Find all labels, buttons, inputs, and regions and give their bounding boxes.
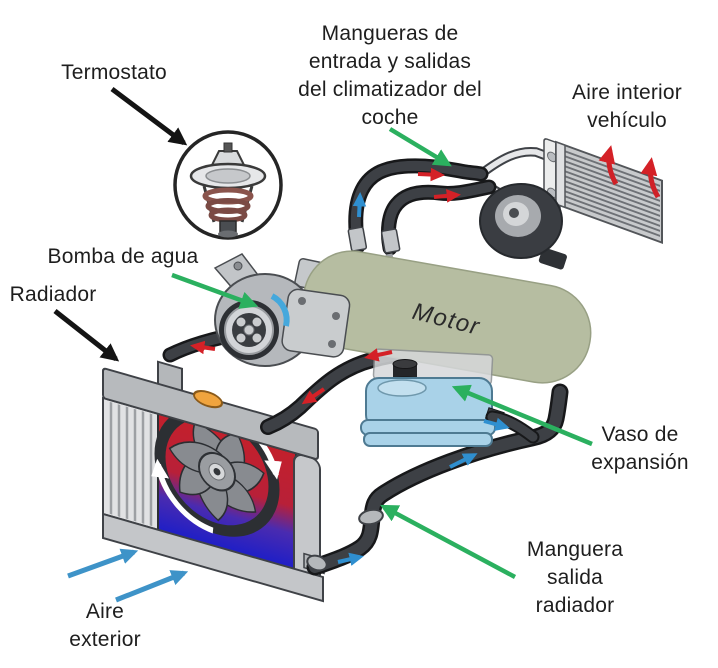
water-pump-illustration (213, 253, 351, 367)
label-bomba-agua: Bomba de agua (47, 245, 199, 268)
thermostat-inset (173, 130, 283, 240)
radiator-skirt (102, 512, 324, 603)
label-aire-exterior: Aire exterior (69, 600, 141, 651)
blower-fan-icon (479, 183, 567, 270)
fan-rotation-arrow-bottom (151, 458, 214, 534)
flow-arrow-cold-4 (483, 417, 510, 431)
flow-arrow-hot-3 (301, 387, 326, 405)
flow-arrow-hot-4 (417, 167, 445, 182)
radiator-cap (193, 389, 223, 409)
hose-clamp-radiator (306, 554, 328, 572)
pointer-arrow-radiador (53, 309, 120, 362)
air-exterior-arrow-1 (67, 548, 139, 579)
air-exterior-arrow-2 (115, 570, 189, 603)
label-manguera-salida: Manguera salida radiador (526, 538, 624, 617)
label-mangueras: Mangueras de entrada y salidas del clima… (298, 22, 482, 129)
air-interior-arrow-2 (640, 157, 661, 199)
label-aire-interior: Aire interior vehículo (572, 81, 682, 132)
pointer-arrow-bomba (171, 272, 259, 309)
label-radiador: Radiador (9, 283, 97, 306)
heater-core-illustration (555, 140, 663, 244)
flow-arrow-cold-3 (449, 453, 478, 469)
pointer-arrow-vaso (451, 384, 593, 447)
label-termostato: Termostato (61, 61, 167, 84)
pointer-arrows (53, 87, 593, 579)
air-arrows (67, 145, 661, 603)
hose-heater-inlet (348, 158, 489, 254)
flow-arrow-hot-2 (364, 348, 393, 362)
thermostat-icon (189, 142, 267, 238)
flow-arrow-hot-5 (433, 189, 461, 203)
flow-arrow-cold-2 (337, 552, 364, 566)
pointer-arrow-termostato (110, 87, 188, 146)
hose-radiator-bottom (306, 383, 569, 576)
flow-arrow-cold-1 (352, 192, 367, 218)
flow-arrows (190, 167, 510, 566)
hose-heater-outlet (381, 179, 497, 256)
hose-clamp (358, 508, 384, 526)
label-vaso-expansion: Vaso de expansión (591, 423, 689, 474)
flow-arrow-hot-1 (190, 340, 216, 355)
pump-coolant-ring (270, 293, 290, 327)
pointer-arrow-manguera (380, 504, 517, 579)
air-interior-arrow-1 (598, 145, 619, 186)
radiator-illustration (102, 360, 325, 603)
pointer-arrow-mangueras (388, 127, 452, 167)
